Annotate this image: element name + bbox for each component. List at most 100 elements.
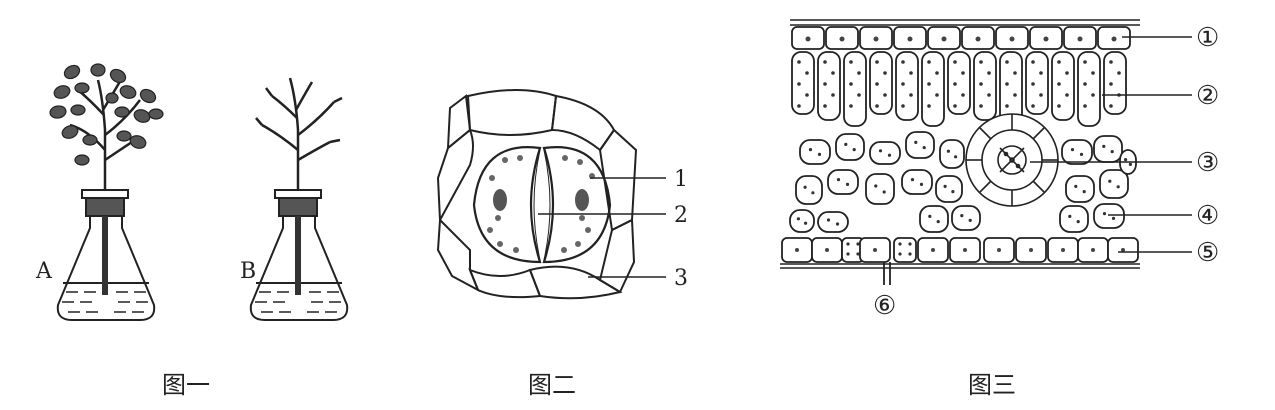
palisade-cell	[1077, 51, 1101, 127]
chloroplast	[849, 104, 853, 108]
chloroplast	[1128, 162, 1132, 166]
leafy-plant	[69, 77, 141, 190]
chloroplast	[1117, 71, 1121, 75]
palisade-cell	[869, 51, 893, 115]
chloroplast	[808, 148, 813, 152]
chloroplast	[953, 104, 957, 108]
upper-cuticle	[790, 19, 1140, 26]
chloroplast	[901, 60, 905, 64]
chloroplasts	[487, 155, 595, 253]
vascular-bundle	[965, 113, 1059, 207]
chloroplast	[875, 104, 879, 108]
chloroplast	[831, 71, 835, 75]
nucleus	[963, 248, 967, 252]
nucleus	[1043, 36, 1049, 42]
chloroplast	[1031, 60, 1035, 64]
chloroplast	[979, 104, 983, 108]
chloroplast	[1102, 144, 1106, 148]
chloroplast	[1108, 179, 1112, 183]
chloroplast	[1039, 93, 1043, 97]
fig2-leader-lines	[538, 177, 666, 278]
spongy-cell	[939, 139, 965, 169]
chloroplast	[979, 60, 983, 64]
nucleus	[873, 248, 877, 252]
chloroplast	[968, 218, 972, 222]
chloroplast	[927, 104, 931, 108]
spongy-cell	[905, 131, 935, 159]
nucleus	[873, 36, 879, 42]
chloroplast	[987, 71, 991, 75]
fig3-label-4: ④	[1196, 201, 1219, 231]
chloroplast	[883, 71, 887, 75]
spongy-cell	[1099, 169, 1129, 199]
spongy-cell	[799, 139, 831, 165]
guard-cell-chloroplast	[856, 242, 860, 246]
spongy-cell	[789, 209, 815, 233]
guard-cell-chloroplast	[846, 242, 850, 246]
chloroplast	[805, 71, 809, 75]
chloroplast	[935, 93, 939, 97]
palisade-cell	[791, 51, 815, 115]
guard-cells	[472, 146, 612, 264]
nucleus	[1061, 248, 1065, 252]
nucleus	[1077, 36, 1083, 42]
guard-cell-chloroplast	[898, 242, 902, 246]
chloroplast	[1082, 190, 1086, 194]
fig3-label-5: ⑤	[1196, 238, 1219, 268]
lower-cuticle	[780, 263, 1140, 269]
chloroplast	[836, 178, 841, 182]
fig3-label-2: ②	[1196, 81, 1219, 111]
chloroplast	[835, 222, 840, 226]
palisade-cell	[1103, 51, 1127, 115]
nucleus	[825, 248, 829, 252]
guard-cell-chloroplast	[898, 252, 902, 256]
chloroplast	[1013, 93, 1017, 97]
figure2-caption: 图二	[528, 371, 576, 399]
chloroplast	[922, 146, 926, 150]
chloroplast	[797, 60, 801, 64]
chloroplast	[914, 140, 918, 144]
palisade-cell	[973, 51, 997, 121]
chloroplast	[1068, 214, 1072, 218]
chloroplast	[874, 184, 878, 188]
guard-cell-chloroplast	[856, 252, 860, 256]
chloroplast	[857, 71, 861, 75]
nucleus	[941, 36, 947, 42]
chloroplast	[1031, 104, 1035, 108]
nucleus	[975, 36, 981, 42]
chloroplast	[1057, 60, 1061, 64]
chloroplast	[826, 218, 831, 222]
spongy-cell	[951, 205, 981, 231]
chloroplast	[936, 220, 940, 224]
chloroplast	[953, 82, 957, 86]
chloroplast	[954, 155, 958, 159]
chloroplast	[927, 60, 931, 64]
fig3-label-3: ③	[1196, 148, 1219, 178]
chloroplast	[927, 82, 931, 86]
chloroplast	[875, 82, 879, 86]
spongy-cell	[1093, 135, 1123, 163]
lower-epidermal-cell	[893, 237, 917, 263]
chloroplast	[796, 217, 801, 221]
palisade-layer	[791, 51, 1127, 127]
chloroplast	[1076, 220, 1080, 224]
chloroplast	[1124, 158, 1128, 162]
chloroplast	[1005, 60, 1009, 64]
flask-a	[56, 189, 156, 321]
palisade-cell	[921, 51, 945, 127]
chloroplast	[805, 93, 809, 97]
nucleus	[795, 248, 799, 252]
spongy-cell	[901, 169, 933, 195]
fig2-label-1: 1	[674, 167, 688, 192]
spongy-cell	[1093, 203, 1125, 229]
chloroplast	[803, 185, 807, 189]
chloroplast	[823, 60, 827, 64]
flask-b-label: B	[240, 259, 256, 284]
chloroplast	[1109, 104, 1113, 108]
chloroplast	[909, 93, 913, 97]
palisade-cell	[843, 51, 867, 127]
chloroplast	[919, 182, 924, 186]
chloroplast	[960, 214, 964, 218]
spongy-cell	[835, 133, 865, 161]
